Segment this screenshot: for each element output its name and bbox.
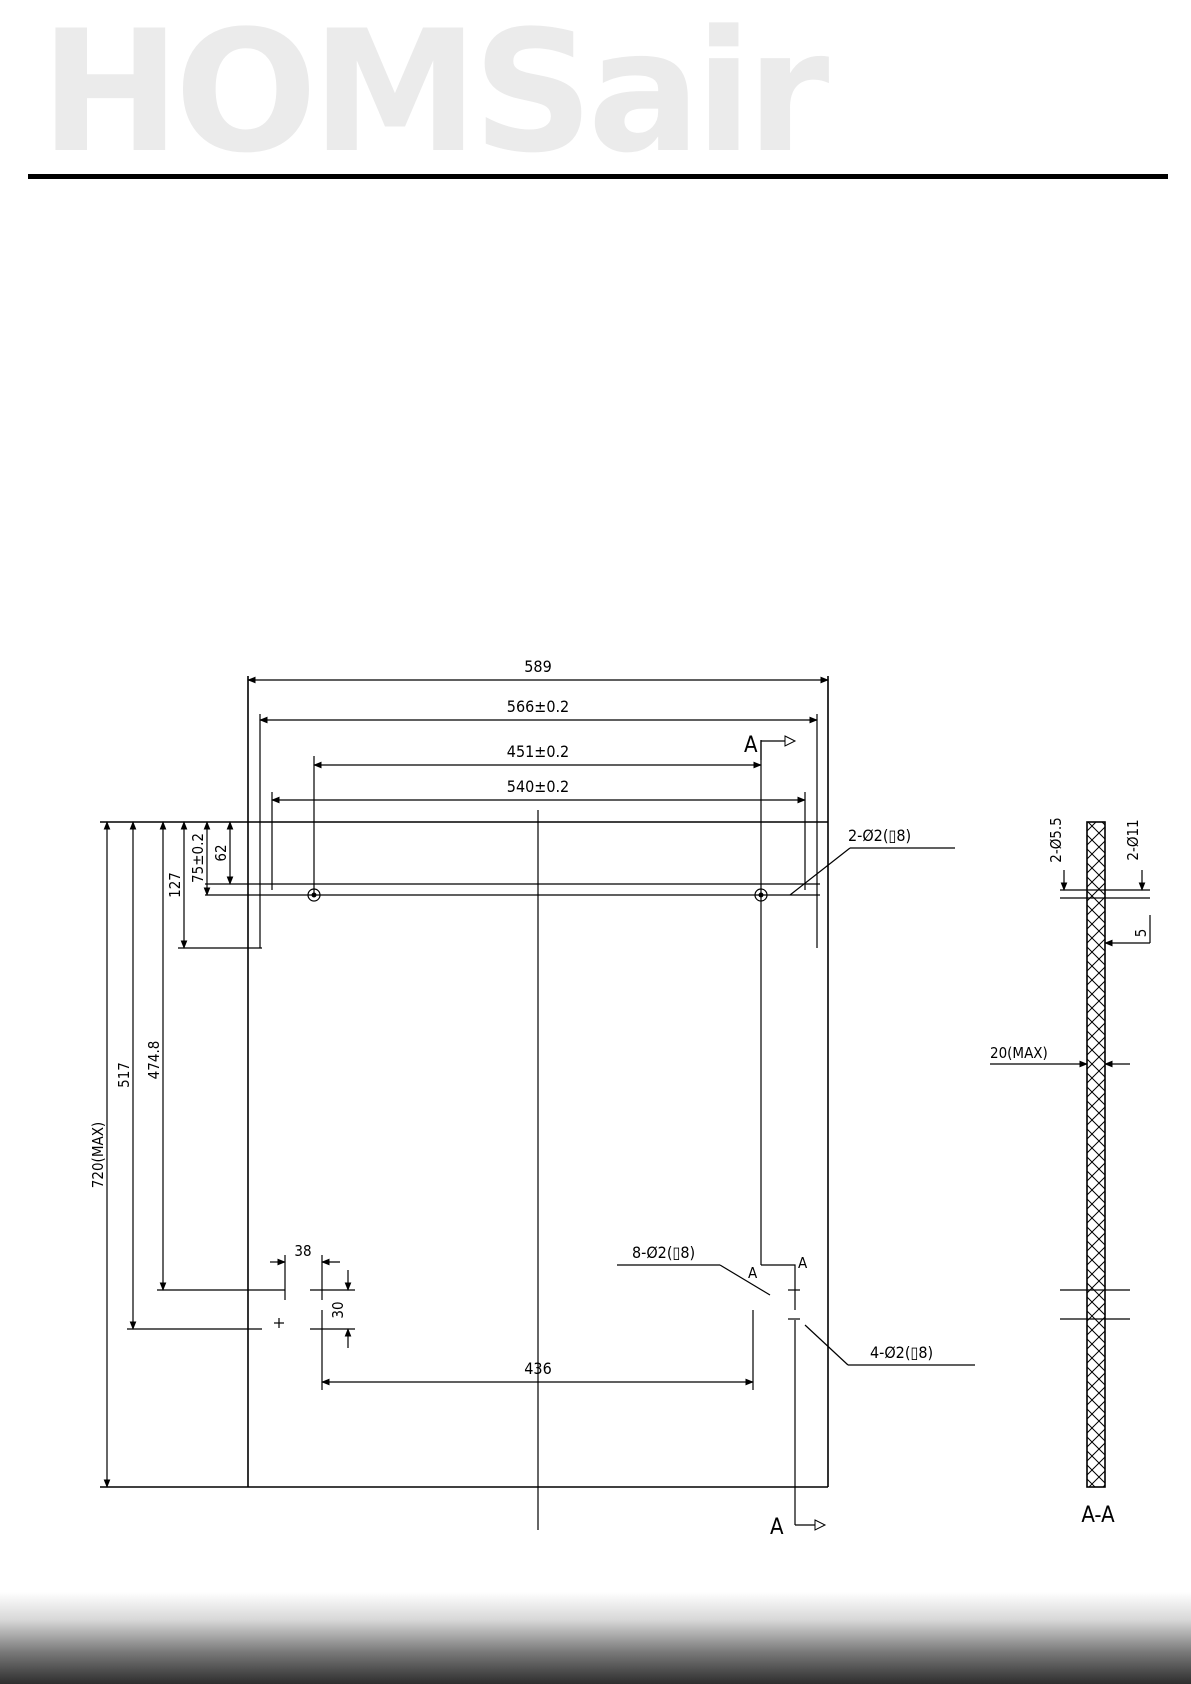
dim-720: 720(MAX) xyxy=(89,1122,107,1188)
section-mark-mid: A xyxy=(748,1264,758,1282)
section-dim-5: 5 xyxy=(1132,929,1150,938)
callout-top-holes: 2-Ø2(▯8) xyxy=(848,826,911,845)
technical-drawing: 589 566±0.2 451±0.2 540±0.2 A xyxy=(0,620,1191,1540)
dim-517: 517 xyxy=(115,1062,133,1088)
section-mark-top-label: A xyxy=(744,733,758,758)
section-dim-11: 2-Ø11 xyxy=(1124,819,1142,860)
dim-62: 62 xyxy=(212,844,230,861)
lower-right-holes: A A 8-Ø2(▯8) 4-Ø2(▯8) xyxy=(617,1243,975,1525)
drawing-svg: 589 566±0.2 451±0.2 540±0.2 A xyxy=(89,657,1151,1540)
dim-127: 127 xyxy=(166,872,184,898)
top-hole-row: 2-Ø2(▯8) xyxy=(205,826,955,902)
section-mark-mid2: A xyxy=(798,1254,808,1272)
section-view: 2-Ø5.5 2-Ø11 5 20(MAX) A-A xyxy=(990,817,1151,1528)
section-mark-bottom-label: A xyxy=(770,1515,784,1540)
footer-band xyxy=(0,1592,1191,1684)
section-dim-55: 2-Ø5.5 xyxy=(1047,817,1065,863)
left-dimensions: 62 75±0.2 127 474.8 517 720(MAX) xyxy=(89,821,285,1488)
dim-30: 30 xyxy=(329,1301,347,1318)
dim-451: 451±0.2 xyxy=(507,742,569,761)
section-dim-20: 20(MAX) xyxy=(990,1044,1048,1062)
dim-75: 75±0.2 xyxy=(189,833,207,883)
brand-logo: HOMSair xyxy=(40,0,830,185)
callout-holes8: 8-Ø2(▯8) xyxy=(632,1243,695,1262)
top-dimensions: 589 566±0.2 451±0.2 540±0.2 xyxy=(247,657,829,1265)
panel-outline xyxy=(100,676,829,1530)
section-mark-top: A xyxy=(744,733,797,760)
dim-589: 589 xyxy=(524,657,551,676)
dim-474: 474.8 xyxy=(145,1041,163,1080)
header: HOMSair xyxy=(0,0,1191,190)
dim-38: 38 xyxy=(294,1242,311,1260)
section-label: A-A xyxy=(1081,1503,1115,1528)
section-mark-bottom: A xyxy=(770,1515,827,1540)
header-rule xyxy=(28,174,1168,179)
dim-566: 566±0.2 xyxy=(507,697,569,716)
dim-436: 436 xyxy=(524,1359,551,1378)
dim-540: 540±0.2 xyxy=(507,777,569,796)
callout-holes4: 4-Ø2(▯8) xyxy=(870,1343,933,1362)
lower-left-holes: 38 30 436 xyxy=(270,1242,754,1390)
logo-area: HOMSair xyxy=(28,0,1168,190)
